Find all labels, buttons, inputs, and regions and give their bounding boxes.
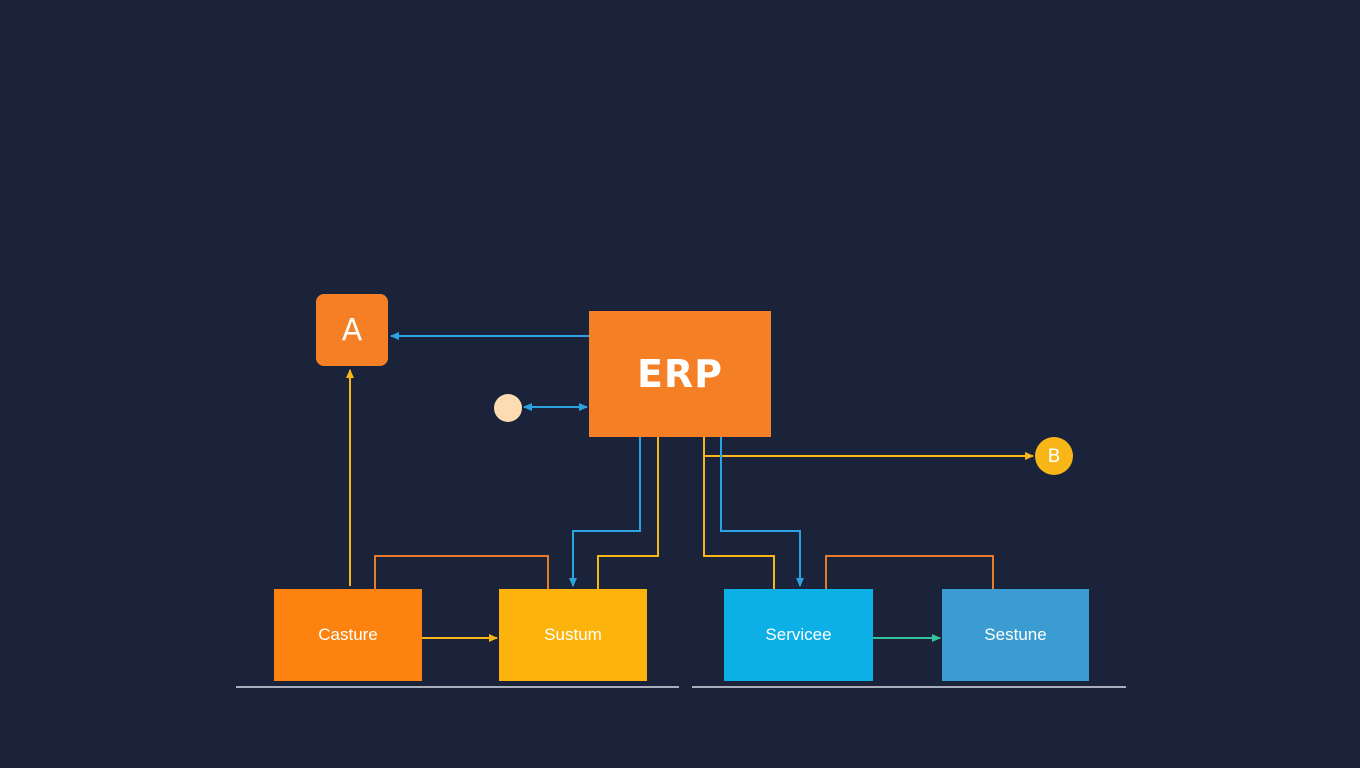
edge-erp-to-servicee (720, 437, 804, 587)
edge-servicee-sestune-bracket (825, 555, 994, 589)
edge-erp-servicee-yellow (703, 456, 775, 589)
sustum-label: Sustum (544, 625, 602, 644)
node-b[interactable]: B (1035, 437, 1073, 475)
edge-erp-to-b (703, 437, 1034, 460)
edge-erp-to-sustum (569, 437, 641, 587)
sestune-label: Sestune (984, 625, 1047, 644)
connector-dot[interactable] (494, 394, 522, 422)
sustum-box[interactable]: Sustum (499, 589, 647, 681)
servicee-label: Servicee (765, 625, 832, 644)
node-a-label: A (341, 312, 363, 348)
servicee-box[interactable]: Servicee (724, 589, 873, 681)
node-a[interactable]: A (316, 294, 388, 366)
edge-casture-sustum-bracket (374, 555, 549, 589)
erp-node[interactable]: ERP (589, 311, 771, 437)
node-b-label: B (1047, 445, 1061, 467)
sestune-box[interactable]: Sestune (942, 589, 1089, 681)
casture-label: Casture (318, 625, 378, 644)
casture-box[interactable]: Casture (274, 589, 422, 681)
erp-label: ERP (636, 352, 724, 396)
edge-erp-sustum-yellow (597, 437, 659, 589)
